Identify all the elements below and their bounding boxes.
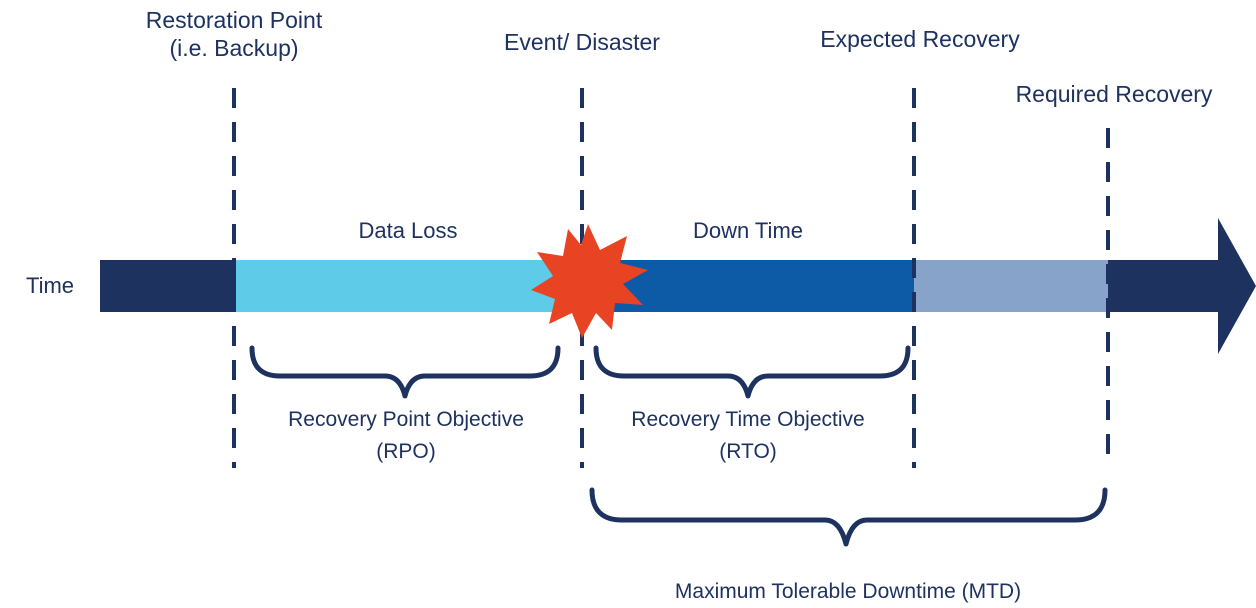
rto-brace (593, 345, 911, 399)
rpo-brace (249, 345, 561, 399)
mtd-label: Maximum Tolerable Downtime (MTD) (674, 580, 1022, 603)
rpo-label: Recovery Point Objective (RPO) (250, 404, 562, 468)
rpo-abbr: (RPO) (376, 440, 436, 463)
restoration-point-subtitle: (i.e. Backup) (169, 35, 299, 61)
rpo-title: Recovery Point Objective (288, 408, 524, 431)
required-recovery-label: Required Recovery (1015, 81, 1213, 107)
event-label: Event/ Disaster (504, 29, 660, 55)
timeline-end-segment (1108, 260, 1220, 312)
rto-title: Recovery Time Objective (631, 408, 865, 431)
rto-label: Recovery Time Objective (RTO) (598, 404, 898, 468)
arrow-head-icon (1218, 218, 1256, 354)
explosion-burst-icon (531, 224, 648, 338)
expected-recovery-label: Expected Recovery (820, 26, 1020, 52)
data-loss-segment (236, 260, 582, 312)
timeline-start-segment (100, 260, 236, 312)
buffer-segment (914, 260, 1108, 312)
mtd-brace (589, 487, 1108, 547)
down-time-label: Down Time (692, 218, 804, 243)
data-loss-label: Data Loss (358, 218, 458, 243)
rto-abbr: (RTO) (719, 440, 777, 463)
restoration-point-label: Restoration Point (i.e. Backup) (100, 6, 368, 62)
restoration-point-title: Restoration Point (145, 7, 323, 33)
time-label: Time (25, 273, 75, 298)
